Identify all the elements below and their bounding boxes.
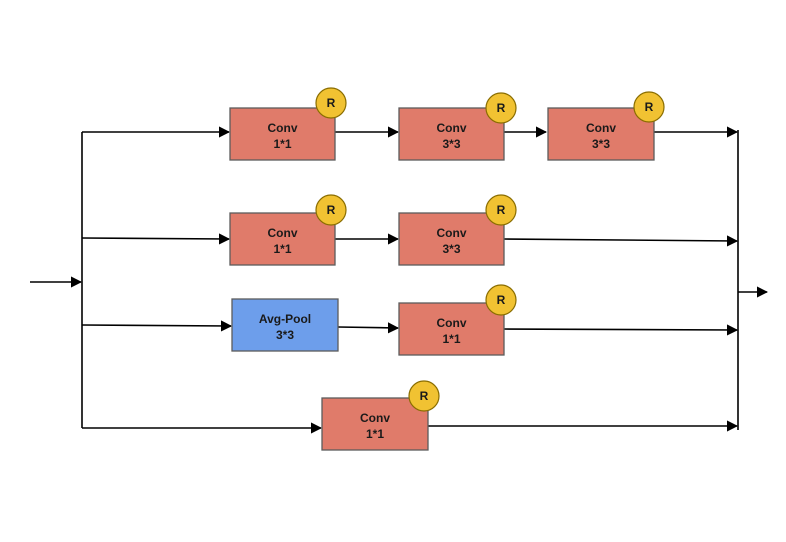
- conv-box: [547, 107, 655, 161]
- block-title: Conv: [586, 121, 616, 135]
- kernel-size-label: 1*1: [273, 242, 291, 256]
- relu-badge: [485, 284, 517, 316]
- conv-block: Conv 1*1 R: [398, 284, 517, 356]
- conv-block: Conv 1*1 R: [229, 87, 347, 161]
- branch3-arrow-a: [337, 322, 400, 334]
- connections: [30, 126, 769, 434]
- conv-box: [398, 212, 505, 266]
- conv-box: [398, 302, 505, 356]
- conv-block: Conv 1*1 R: [321, 380, 440, 451]
- relu-badge: [633, 91, 665, 123]
- conv-box: [321, 397, 429, 451]
- kernel-size-label: 3*3: [276, 328, 294, 342]
- relu-badge-label: R: [645, 100, 654, 114]
- conv-block: Conv 3*3 R: [398, 194, 517, 266]
- conv-block: Conv 1*1 R: [229, 194, 347, 266]
- kernel-size-label: 1*1: [442, 332, 460, 346]
- kernel-size-label: 3*3: [442, 242, 460, 256]
- relu-badge-label: R: [497, 101, 506, 115]
- pool-box: [231, 298, 339, 352]
- relu-badge-label: R: [497, 203, 506, 217]
- conv-box: [229, 107, 336, 161]
- kernel-size-label: 1*1: [366, 427, 384, 441]
- block-title: Conv: [437, 226, 467, 240]
- nodes: Conv1*1RConv3*3RConv3*3RConv1*1RConv3*3R…: [229, 87, 665, 451]
- avg-pool-block: Avg-Pool 3*3: [231, 298, 339, 352]
- relu-badge-label: R: [327, 203, 336, 217]
- relu-badge: [485, 92, 517, 124]
- conv-block: Conv 3*3 R: [398, 92, 517, 161]
- relu-badge: [315, 87, 347, 119]
- conv-box: [229, 212, 336, 266]
- relu-badge-label: R: [327, 96, 336, 110]
- conv-block: Conv 3*3 R: [547, 91, 665, 161]
- kernel-size-label: 3*3: [442, 137, 460, 151]
- kernel-size-label: 1*1: [273, 137, 291, 151]
- conv-box: [398, 107, 505, 161]
- branch3-out-arrow: [503, 324, 739, 336]
- relu-badge: [485, 194, 517, 226]
- relu-badge: [408, 380, 440, 412]
- block-title: Conv: [360, 411, 390, 425]
- block-title: Conv: [437, 316, 467, 330]
- branch2-in-arrow: [81, 233, 231, 245]
- branch3-in-arrow: [81, 320, 233, 332]
- block-title: Avg-Pool: [259, 312, 311, 326]
- relu-badge-label: R: [497, 293, 506, 307]
- kernel-size-label: 3*3: [592, 137, 610, 151]
- block-title: Conv: [437, 121, 467, 135]
- branch2-out-arrow: [503, 235, 739, 247]
- block-title: Conv: [268, 226, 298, 240]
- relu-badge: [315, 194, 347, 226]
- block-title: Conv: [268, 121, 298, 135]
- relu-badge-label: R: [420, 389, 429, 403]
